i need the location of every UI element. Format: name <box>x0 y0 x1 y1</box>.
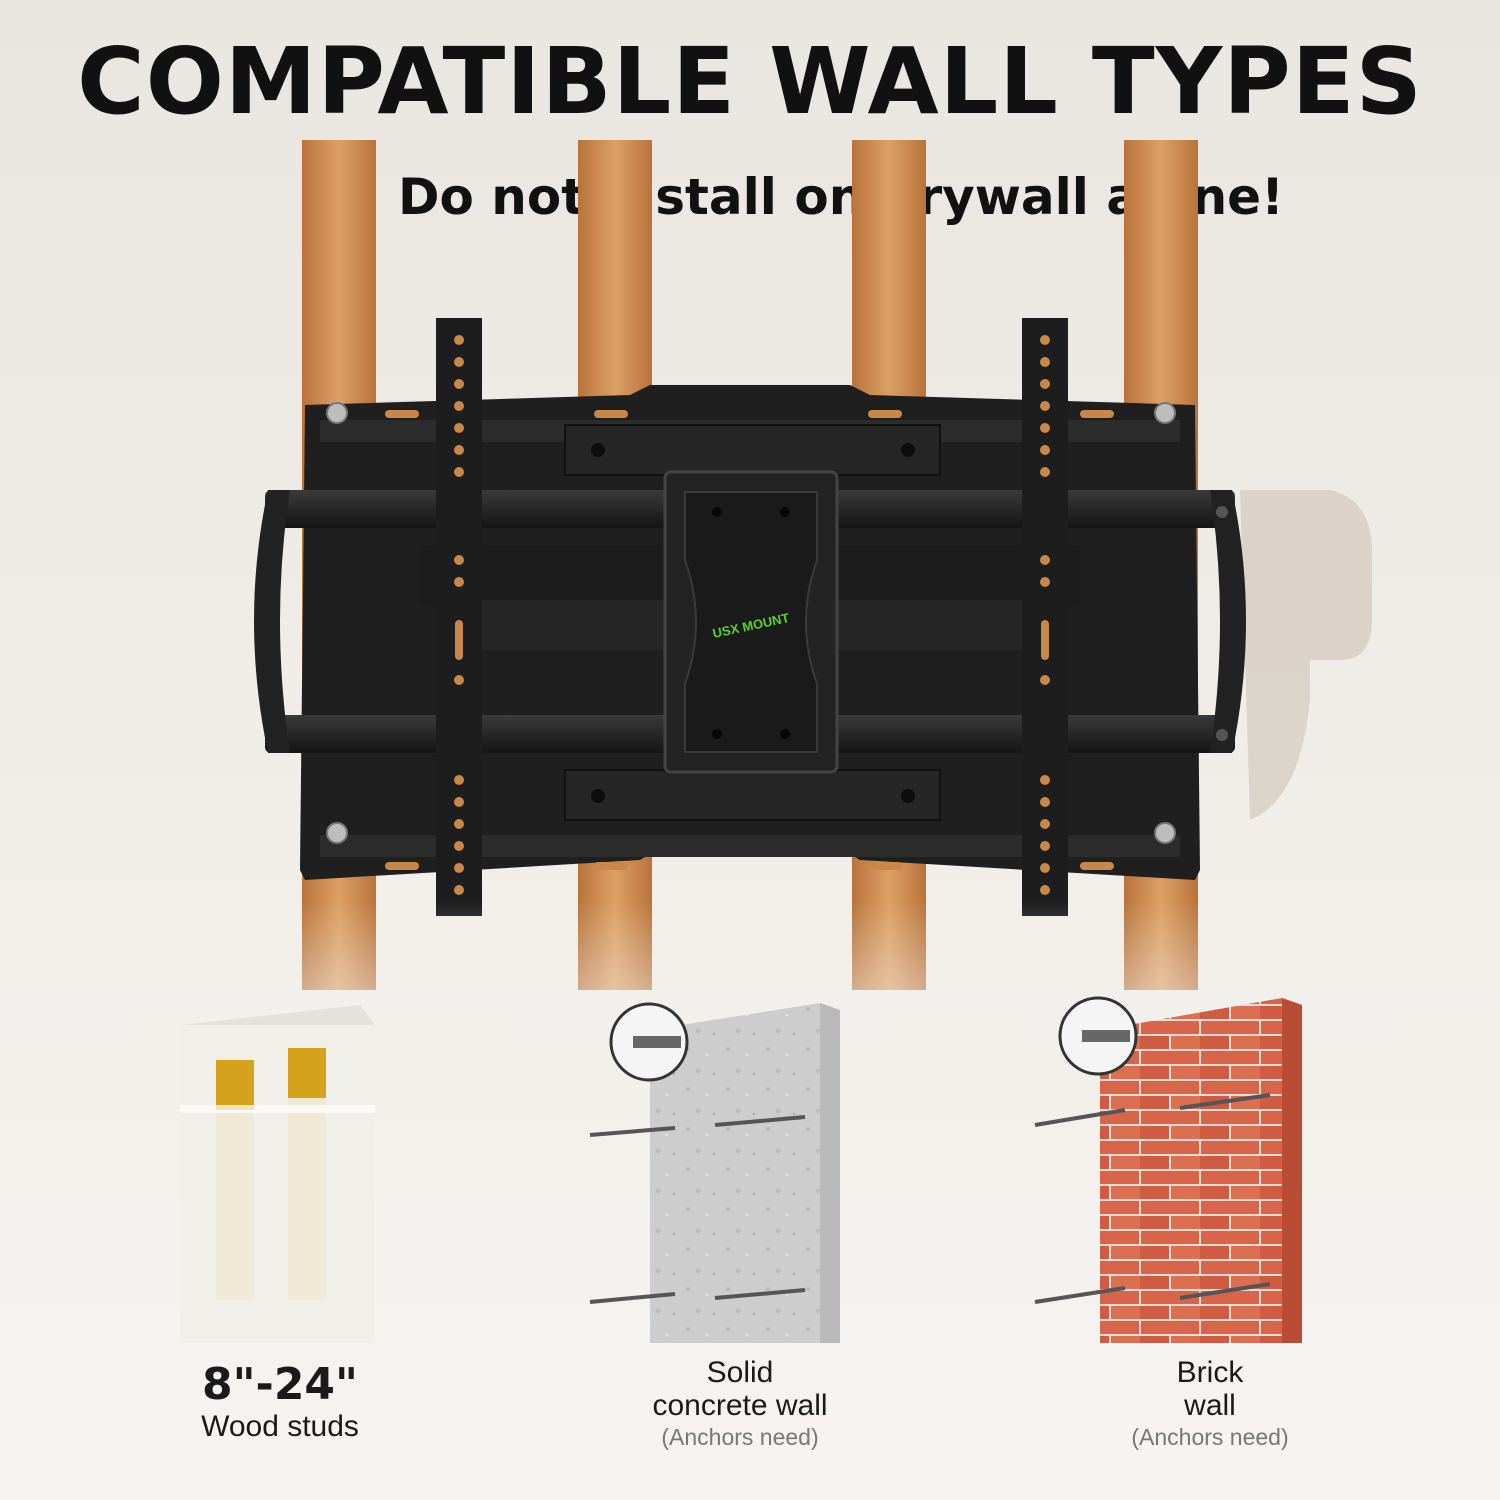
wood-stud-wall-sample <box>180 1005 375 1343</box>
stud-spacing-value: 8"-24" <box>202 1359 358 1410</box>
anchor-bolts <box>589 1115 806 1304</box>
concrete-anchors-note: (Anchors need) <box>661 1424 819 1450</box>
tv-bracket-right <box>1022 318 1068 916</box>
concrete-caption: Solid concrete wall (Anchors need) <box>620 1356 860 1452</box>
tv-bracket-left <box>436 318 482 916</box>
brick-label-line1: Brick <box>1176 1356 1244 1389</box>
mount-shadow <box>1240 490 1373 820</box>
tv-mount <box>254 318 1246 916</box>
brick-anchors-note: (Anchors need) <box>1131 1424 1289 1450</box>
wood-studs-label: Wood studs <box>201 1410 359 1443</box>
brick-label-line2: wall <box>1184 1389 1236 1422</box>
concrete-label-line1: Solid <box>706 1356 774 1389</box>
concrete-label-line2: concrete wall <box>652 1389 828 1422</box>
concrete-wall-sample <box>589 1002 840 1343</box>
brick-wall-sample <box>1034 996 1302 1343</box>
page-title: COMPATIBLE WALL TYPES <box>77 28 1423 135</box>
brick-caption: Brick wall (Anchors need) <box>1090 1356 1330 1452</box>
wood-studs-caption: 8"-24" Wood studs <box>180 1359 380 1444</box>
